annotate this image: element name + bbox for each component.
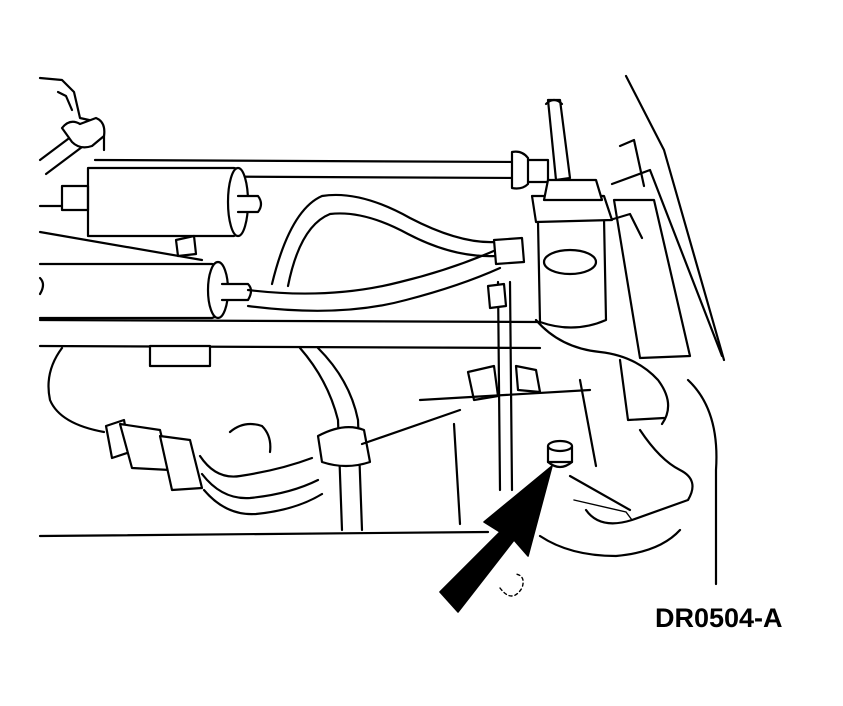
bracket-block bbox=[148, 344, 212, 368]
center-rod bbox=[466, 280, 542, 492]
electrical-connector bbox=[47, 346, 324, 516]
callout-arrow bbox=[439, 465, 553, 613]
floor-line bbox=[38, 530, 490, 538]
middle-bar bbox=[38, 318, 542, 350]
left-pipe bbox=[38, 116, 106, 176]
mounting-bolt bbox=[546, 439, 574, 469]
upper-hose bbox=[246, 193, 526, 312]
reservoir-neck bbox=[530, 178, 614, 329]
figure-id-label: DR0504-A bbox=[655, 603, 783, 633]
lower-hose bbox=[298, 346, 462, 532]
radiator-support bbox=[608, 74, 726, 362]
housing-body bbox=[418, 318, 718, 586]
vertical-rod bbox=[544, 98, 572, 182]
upper-canister bbox=[38, 166, 263, 238]
lower-canister bbox=[38, 230, 253, 320]
